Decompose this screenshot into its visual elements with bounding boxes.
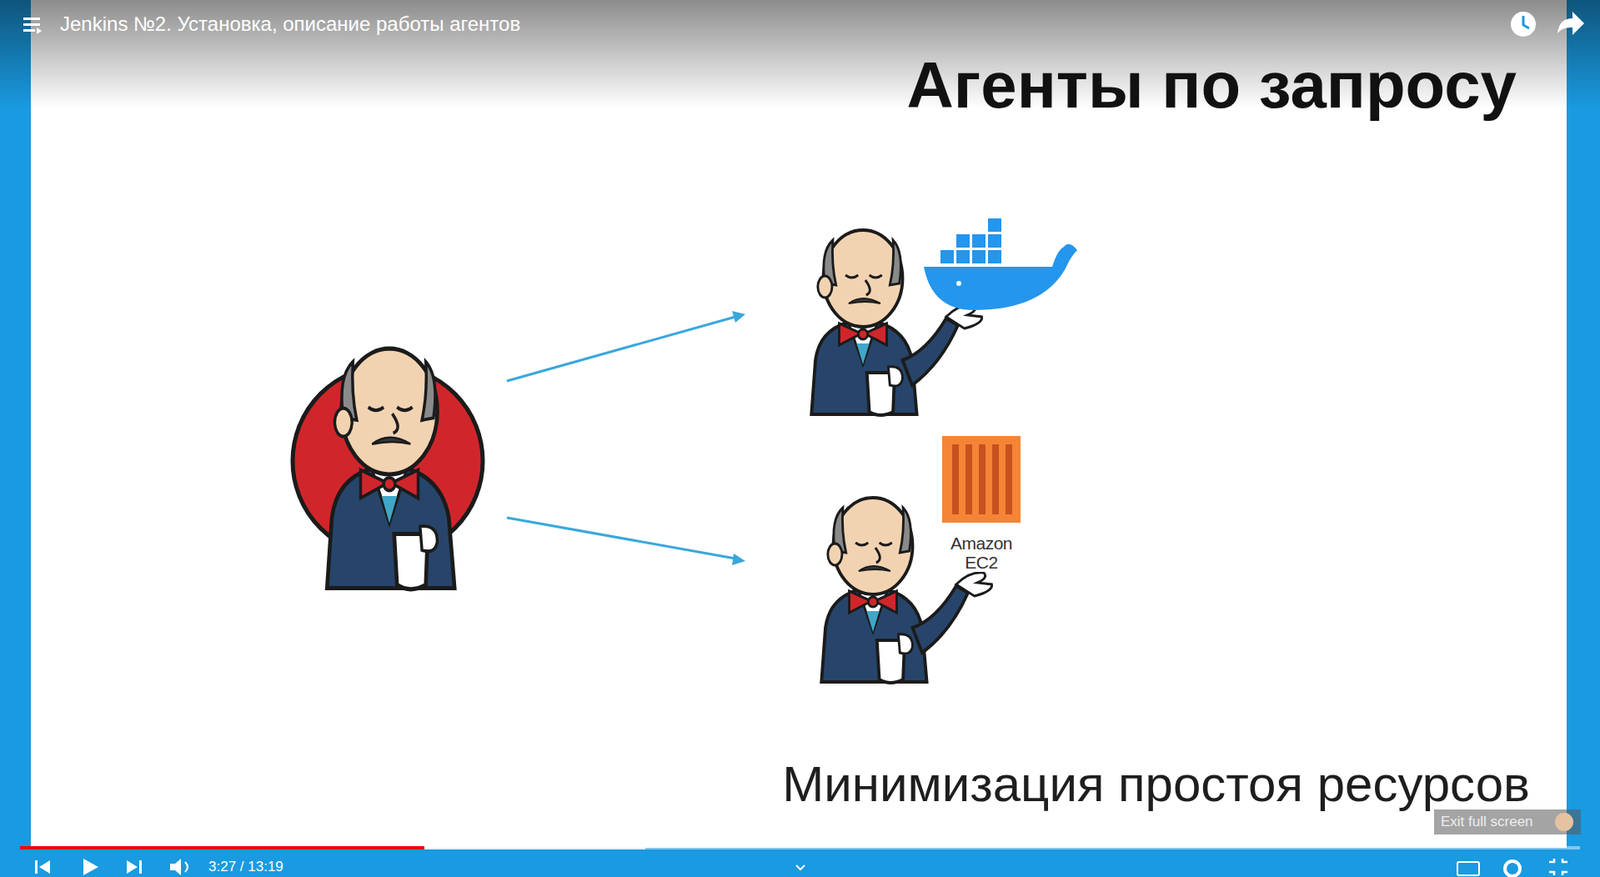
share-icon (1557, 11, 1585, 36)
slide-caption: Минимизация простоя ресурсов (782, 755, 1530, 813)
time-display: 3:27 / 13:19 (208, 859, 284, 876)
jenkins-master (292, 348, 483, 590)
avatar-icon (1554, 812, 1574, 832)
player-controls (35, 858, 1568, 877)
clock-icon (1510, 11, 1536, 37)
docker-whale (923, 218, 1078, 311)
progress-track (20, 846, 1580, 850)
progress-played (20, 846, 425, 850)
tooltip-text: Exit full screen (1440, 813, 1534, 831)
menu-icon (23, 17, 42, 35)
ec2-icon (942, 436, 1021, 523)
docker-agent (811, 218, 1078, 416)
service-label: Amazon EC2 (939, 533, 1024, 572)
tooltip-ground (1434, 809, 1581, 835)
video-title: Jenkins №2. Установка, описание работы а… (60, 12, 521, 37)
progress-buffer (20, 846, 646, 850)
slide-title: Агенты по запросу (907, 48, 1517, 124)
slide-ground (30, 0, 1567, 848)
arrows (506, 310, 746, 566)
